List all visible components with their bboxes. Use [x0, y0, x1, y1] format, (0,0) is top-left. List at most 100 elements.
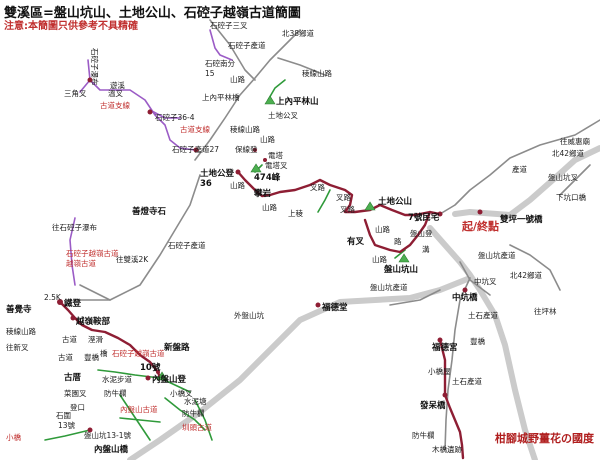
label-nei-panshan-gu: 圳頭古道 — [182, 422, 212, 432]
road-yueling — [79, 284, 111, 301]
label-xikeng: 盤山坑產道 — [370, 282, 408, 292]
track-panshankengshan — [394, 249, 406, 259]
label-qihao: 7號民宅 — [408, 212, 440, 223]
label-wangchengdong: 往威惠廟 — [560, 136, 590, 146]
label-shangnei-pinglin-qiao: 上內平林橋 — [202, 92, 240, 102]
label-chalu: 盤山登 — [410, 228, 433, 238]
label-shanlu5: 山路 — [375, 224, 390, 234]
point-yuelingan — [70, 315, 76, 321]
label-gou: 溝 — [422, 244, 430, 254]
label-xiaoqiao: 小橋屋 — [428, 366, 451, 376]
map-disclaimer: 注意:本簡圖只供參考不具精確 — [4, 21, 138, 32]
peak-shangnei-pinglin — [264, 95, 276, 105]
point-10hao — [156, 370, 160, 374]
point-zhongkeng — [462, 287, 468, 293]
label-yueling-lu: 越嶺古道 — [66, 258, 96, 268]
point-shikengzi-36-4 — [147, 109, 153, 115]
label-fuxing: 豐橋 — [84, 352, 99, 362]
label-gudao-zhixian2: 古道支線 — [180, 124, 210, 134]
label-lixing: 溼滑 — [88, 334, 103, 344]
label-shikengzi-changdao: 石硿子產道 — [228, 40, 266, 50]
road-shanlu — [277, 57, 326, 76]
label-gudao-zhixian: 古道支線 — [100, 100, 130, 110]
label-nei-panshan2: 內盤山古道 — [120, 404, 158, 414]
road-shikengzi-chandao — [74, 174, 201, 301]
point-baoxing — [253, 148, 257, 152]
label-guzhu: 古道 — [62, 334, 77, 344]
label-waipan: 外盤山坑 — [234, 310, 264, 320]
track-south3 — [164, 397, 206, 431]
label-panshankengxi: 盤山坑叉 — [548, 172, 578, 182]
highway-panshankeng — [427, 225, 538, 460]
label-fachai: 發呆橋 — [419, 400, 446, 411]
point-panshankeng-13 — [87, 427, 93, 433]
trail-36-4 — [149, 109, 181, 119]
label-fudetang: 福德堂 — [321, 302, 348, 313]
point-7hao — [437, 211, 443, 217]
label-chandao: 產道 — [512, 164, 527, 174]
point-shikengzi-27 — [193, 147, 199, 153]
trail-main-south — [443, 393, 465, 460]
label-panshankeng-13: 盤山坑13-1號 — [84, 430, 132, 440]
track-tudigongshan — [317, 189, 331, 213]
label-36: 36 — [200, 179, 212, 189]
road-north38 — [194, 29, 301, 161]
label-shikengzi-yueling: 石硿子越嶺古道 — [66, 248, 119, 258]
label-shuinizhi: 水泥步道 — [102, 374, 132, 384]
label-shanjing-si: 善覺寺 — [6, 304, 32, 315]
label-tudigongshan: 土地公山 — [378, 196, 412, 207]
label-qiaoqiao: 橋 — [100, 348, 108, 358]
label-shangnei-pinglin: 上內平林山 — [276, 96, 319, 107]
label-cha: 叉路 — [310, 182, 325, 192]
track-south6 — [119, 394, 151, 441]
label-shanlu6: 山路 — [372, 254, 387, 264]
trail-shikengzi-pubu — [87, 59, 196, 151]
label-shanlu4: 山路 — [262, 202, 277, 212]
label-shikeng-nan: 石硿南分 — [205, 58, 235, 68]
label-wangshikengzi: 往石硿子瀑布 — [52, 222, 97, 232]
highway-west — [127, 275, 473, 460]
label-dianta: 電塔 — [268, 150, 283, 160]
label-shikengzi-36-4: 石硿子36-4 — [155, 112, 195, 122]
label-nei-panshan: 內盤山登 — [152, 374, 187, 385]
road-xiakeng — [559, 164, 591, 196]
label-panshankeng-chandao: 盤山坑產道 — [478, 250, 516, 260]
point-fachai — [442, 392, 448, 398]
label-neipanshanqiao: 內盤山橋 — [94, 444, 129, 455]
label-fangniu: 防牛欄 — [412, 430, 435, 440]
label-2-5k: 2.5K — [44, 293, 62, 302]
label-fudegong: 福德宮 — [431, 342, 458, 353]
map-title: 雙溪區=盤山坑山、土地公山、石硿子越嶺古道簡圖 — [4, 6, 301, 21]
label-shikengzi-yueling2: 石硿子越嶺古道 — [112, 348, 165, 358]
label-youxi: 遊溪 — [110, 80, 125, 90]
label-10hao: 10號 — [140, 362, 161, 373]
label-fushuilu: 叉路 — [336, 192, 351, 202]
label-sanjiao: 三角叉 — [64, 88, 87, 98]
label-fangniu2: 防牛欄 — [104, 388, 127, 398]
label-wang-xin: 往新叉 — [6, 342, 29, 352]
label-panshankengshan: 盤山坑山 — [383, 264, 418, 275]
label-bei42-2: 北42鄉道 — [510, 270, 543, 280]
label-gengqiao: 豐橋 — [470, 336, 485, 346]
label-shuangping: 雙坪一號橋 — [500, 214, 543, 225]
label-zhongkeng2: 中坑橋 — [452, 292, 478, 303]
peak-panshan-deng — [156, 371, 168, 381]
track-south4 — [119, 417, 161, 423]
label-denggu: 登口 — [70, 402, 85, 412]
trail-main-panshan — [363, 210, 432, 254]
label-tudigong-trail: 土地公叉 — [268, 110, 298, 120]
label-yuelingan: 越嶺鞍部 — [75, 316, 111, 327]
label-wencha: 溫叉 — [108, 89, 123, 98]
point-tudigong-36 — [235, 169, 241, 175]
peak-panshankengshan — [398, 253, 410, 263]
label-fangniu3: 防牛欄 — [182, 408, 205, 418]
track-south7 — [194, 399, 213, 441]
road-shangnei — [209, 19, 256, 81]
label-474: 474峰 — [254, 172, 281, 183]
point-fudegong — [437, 337, 443, 343]
label-dianta2: 電塔叉 — [265, 160, 288, 170]
label-lingxian-shanlu: 稜線山路 — [302, 68, 332, 78]
trail-main-north — [236, 170, 442, 217]
map-credit: 柑腳城野薑花の國度 — [495, 432, 594, 445]
